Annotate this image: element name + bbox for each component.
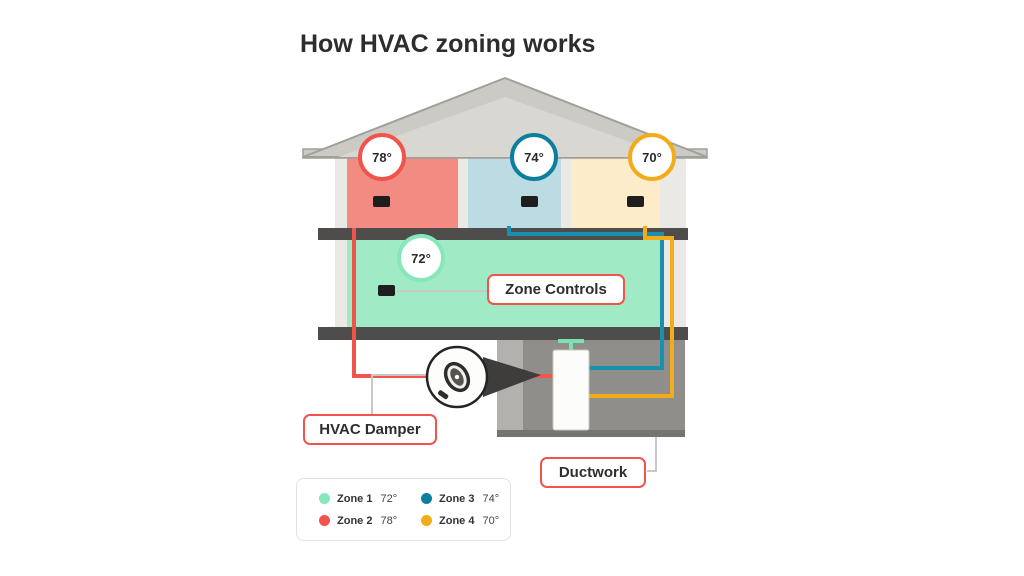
legend-item-zone1: Zone 1 72°: [319, 493, 421, 505]
thermostat-icon-zone4: [627, 196, 644, 207]
temp-badge-zone2: 78°: [358, 133, 406, 181]
legend-temp: 74°: [482, 492, 500, 505]
roof-gable-inner: [338, 97, 672, 157]
thermostat-icon-zone1: [378, 285, 395, 296]
zone2-color-dot: [319, 515, 330, 526]
damper-icon: [443, 361, 471, 393]
basement: [497, 340, 685, 437]
damper-magnifier: [425, 345, 541, 409]
duct-pipe-zone4: [589, 226, 674, 398]
zone1-color-dot: [319, 493, 330, 504]
floor-slab-lower: [318, 327, 688, 340]
basement-floor-edge: [497, 430, 685, 437]
legend-label: Zone 2: [337, 514, 373, 527]
legend-temp: 78°: [380, 514, 398, 527]
hvac-damper-label: HVAC Damper: [303, 414, 437, 445]
legend-label: Zone 3: [439, 492, 475, 505]
thermostat-icon-zone3: [521, 196, 538, 207]
legend-item-zone2: Zone 2 78°: [319, 515, 421, 527]
legend-temp: 72°: [380, 492, 398, 505]
duct-pipe-zone3: [507, 226, 664, 370]
legend-label: Zone 1: [337, 492, 373, 505]
ductwork-connector: [647, 437, 657, 472]
hvac-damper-connector: [371, 374, 426, 414]
magnifier-wedge: [483, 357, 541, 397]
furnace-unit: [552, 349, 590, 431]
zone4-color-dot: [421, 515, 432, 526]
zone-legend: Zone 1 72° Zone 3 74° Zone 2 78° Zone 4 …: [296, 478, 511, 541]
legend-label: Zone 4: [439, 514, 475, 527]
temp-badge-zone4: 70°: [628, 133, 676, 181]
damper-pivot: [454, 374, 460, 380]
basement-room: [497, 340, 685, 437]
damper-handle: [437, 390, 449, 400]
legend-item-zone4: Zone 4 70°: [421, 515, 510, 527]
temp-badge-zone3: 74°: [510, 133, 558, 181]
ductwork-label: Ductwork: [540, 457, 646, 488]
roof: [302, 77, 708, 159]
zone-controls-label: Zone Controls: [487, 274, 625, 305]
zone3-color-dot: [421, 493, 432, 504]
thermostat-icon-zone2: [373, 196, 390, 207]
legend-temp: 70°: [482, 514, 500, 527]
duct-pipe-zone1: [558, 339, 584, 351]
legend-item-zone3: Zone 3 74°: [421, 493, 510, 505]
page-title: How HVAC zoning works: [300, 30, 596, 58]
temp-badge-zone1: 72°: [397, 234, 445, 282]
